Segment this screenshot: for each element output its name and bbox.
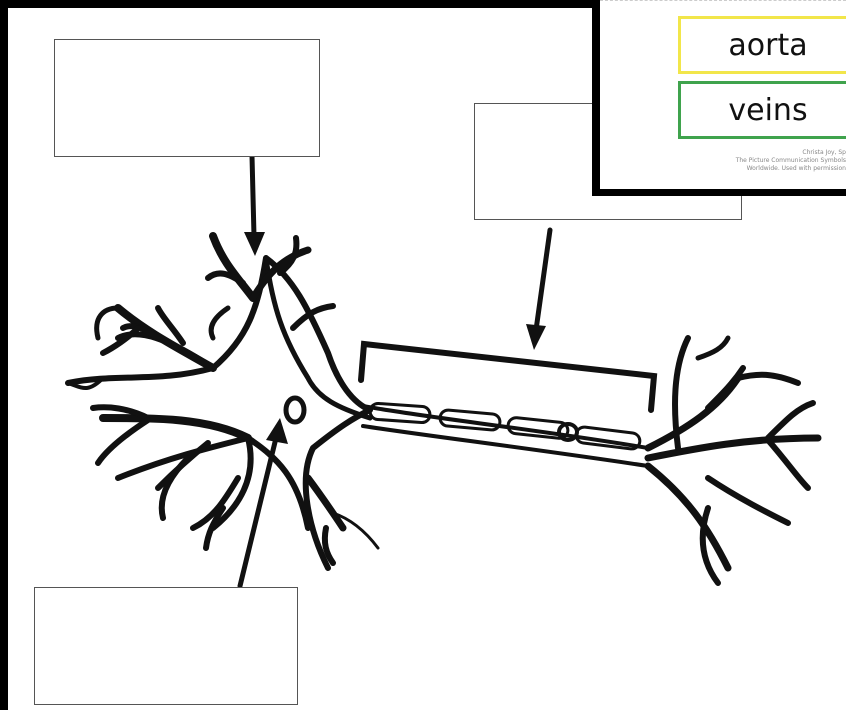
arrow-to-dendrites [249,153,257,239]
cell-body [65,255,373,571]
credit-line: The Picture Communication Symbols [735,157,846,164]
nucleus [283,395,307,425]
word-card-label: aorta [728,27,808,63]
dendrite [304,474,347,532]
axon-bracket [358,340,658,413]
label-box-cell-body[interactable] [34,587,298,705]
dendrite [114,304,217,372]
word-card-label: veins [728,92,808,128]
arrow-to-cell-body [237,435,279,589]
arrow-to-myelin [533,227,553,333]
credit-line: Worldwide. Used with permission [746,165,846,172]
neuron-diagram [65,153,822,589]
word-card-veins[interactable]: veins [678,81,846,139]
label-box-dendrites[interactable] [54,39,320,157]
credit-line: Christa Joy, Sp [802,149,846,156]
word-bank-panel: aorta veins Christa Joy, Sp The Picture … [600,0,846,189]
word-bank-inset: aorta veins Christa Joy, Sp The Picture … [592,0,846,196]
word-card-aorta[interactable]: aorta [678,16,846,74]
axon [361,404,650,450]
myelin-sheath [368,401,642,451]
dendrite [99,414,252,442]
dendrite [209,232,257,302]
